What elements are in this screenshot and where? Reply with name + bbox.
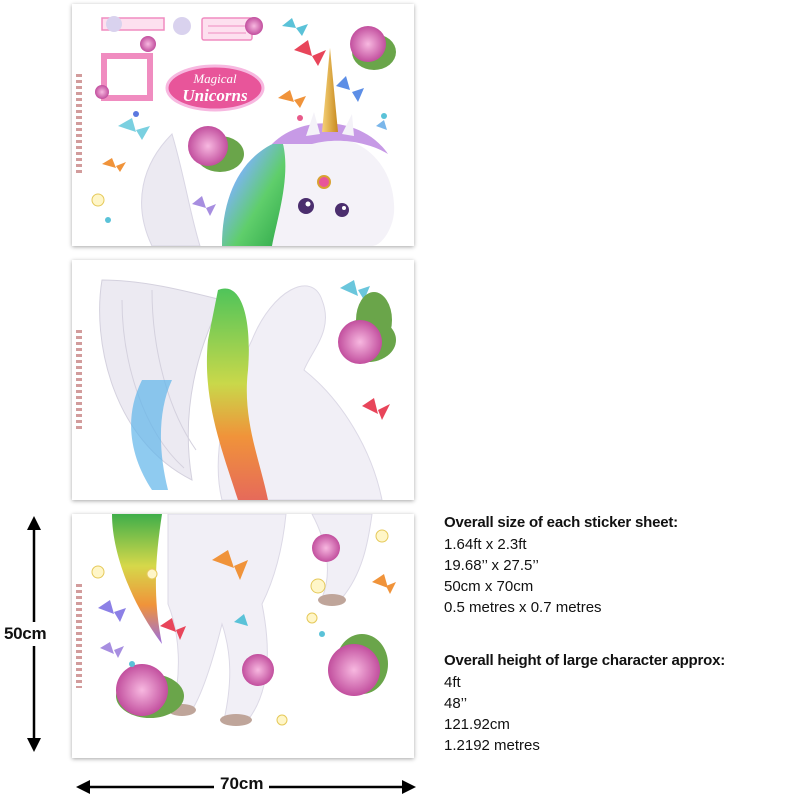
unicorn-legs-illustration (167, 514, 373, 726)
sheet-3-instructions-strip (76, 584, 82, 688)
sticker-sheet-1: Magical Unicorns (72, 4, 414, 246)
sticker-sheet-3 (72, 514, 414, 758)
magical-unicorns-logo: Magical Unicorns (165, 64, 265, 112)
sheet-3-illustration (91, 514, 396, 726)
sheet-size-info: Overall size of each sticker sheet: 1.64… (444, 514, 800, 618)
unicorn-head-illustration (141, 48, 395, 246)
character-height-info: Overall height of large character approx… (444, 652, 800, 756)
rose-sticker (91, 26, 396, 223)
character-height-line: 121.92cm (444, 716, 510, 733)
sheet-size-line: 19.68’’ x 27.5’’ (444, 557, 539, 574)
logo-line-1: Magical (192, 71, 237, 86)
photo-frame-sticker (95, 53, 153, 101)
character-height-heading: Overall height of large character approx… (444, 652, 726, 669)
width-dimension-label: 70cm (214, 774, 270, 794)
sticker-sheet-2 (72, 260, 414, 500)
sheet-2-instructions-strip (76, 330, 82, 430)
sheet-size-heading: Overall size of each sticker sheet: (444, 514, 678, 531)
logo-line-2: Unicorns (182, 86, 248, 105)
unicorn-body-illustration (131, 285, 383, 500)
butterfly-sticker (98, 550, 396, 658)
height-dimension-label: 50cm (4, 622, 47, 646)
butterfly-sticker (102, 18, 387, 216)
sheet-size-line: 50cm x 70cm (444, 578, 534, 595)
character-height-line: 48’’ (444, 695, 468, 712)
sheet-2-illustration (99, 279, 396, 500)
sheet-1-instructions-strip (76, 74, 82, 176)
rose-sticker (338, 292, 396, 364)
sheet-size-line: 1.64ft x 2.3ft (444, 536, 527, 553)
character-height-line: 1.2192 metres (444, 737, 540, 754)
name-plate-sticker (101, 16, 263, 52)
character-height-line: 4ft (444, 674, 461, 691)
sheet-size-line: 0.5 metres x 0.7 metres (444, 599, 602, 616)
daisy-sticker (91, 529, 389, 726)
butterfly-sticker (340, 280, 390, 420)
tail-illustration (112, 514, 162, 644)
sheet-1-illustration: Magical Unicorns (91, 16, 396, 246)
rose-sticker (116, 534, 388, 718)
